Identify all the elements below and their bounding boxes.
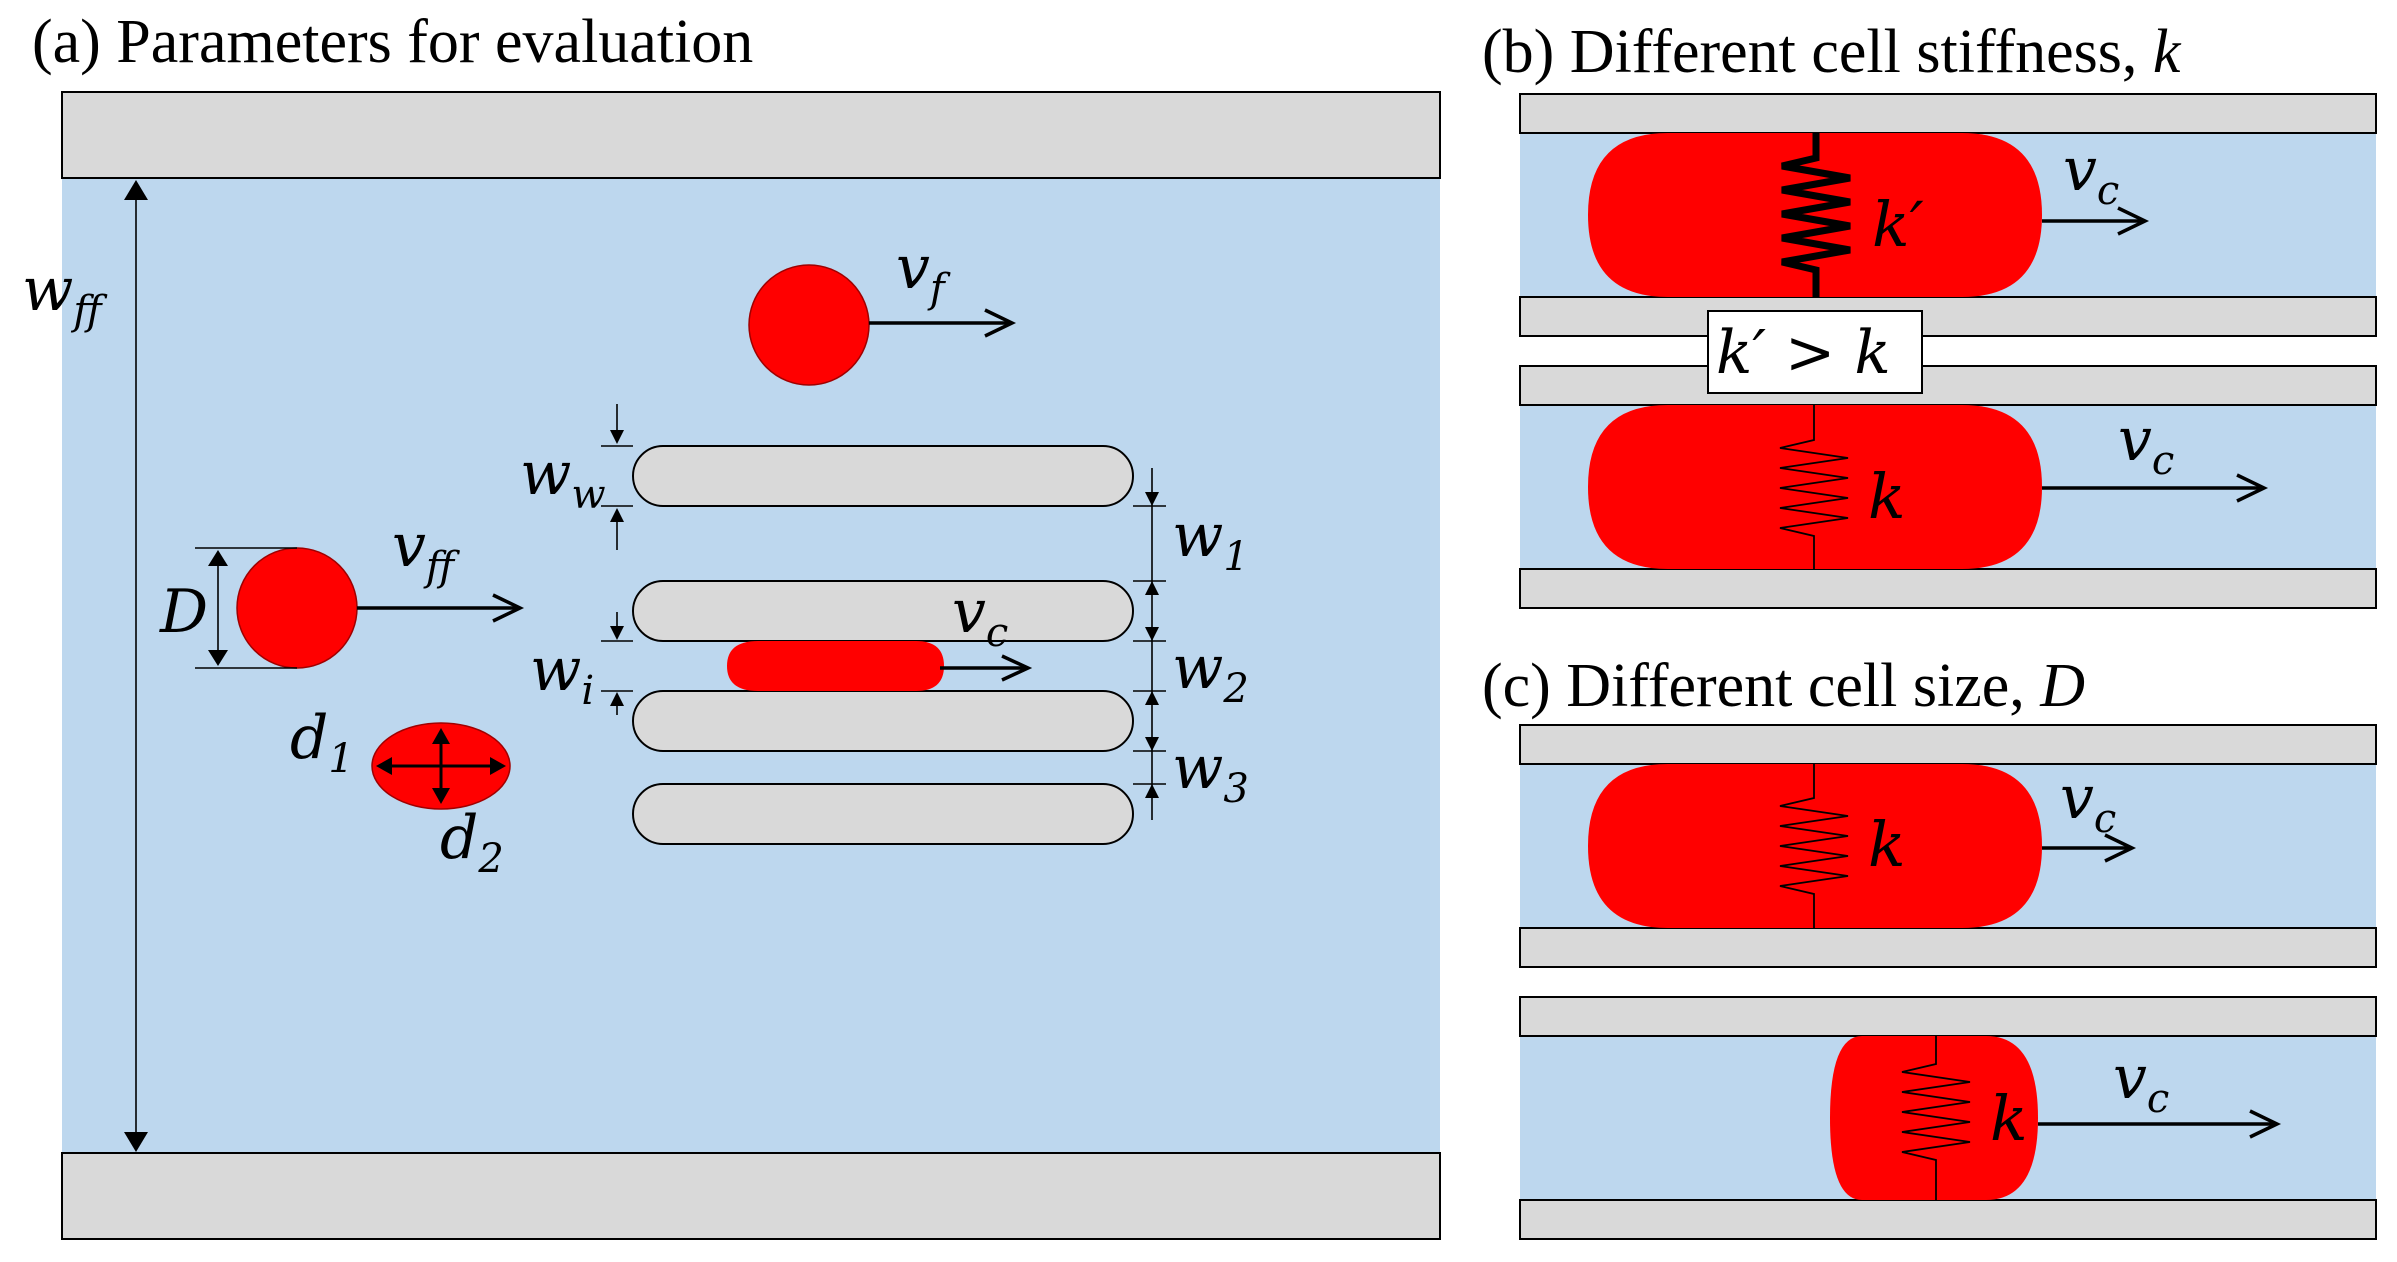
panel-c: (c) Different cell size, D k vc k vc <box>1482 652 2377 1240</box>
vc-label-c-top: vc <box>2060 763 2116 842</box>
top-wall-a <box>61 91 1441 179</box>
w1-w3-dimensions <box>1133 468 1166 820</box>
wall-b3 <box>1519 365 2377 406</box>
stiff-spring-icon <box>1781 133 1851 297</box>
spring-label-c-bottom: k <box>1990 1082 2028 1155</box>
squeezed-cell <box>727 641 944 691</box>
wall-b1 <box>1519 93 2377 134</box>
comparison-text: k′ > k <box>1716 318 1891 388</box>
soft-spring-icon-b <box>1779 405 1849 569</box>
vc-label-a: vc <box>952 577 1008 656</box>
D-dimension <box>195 547 297 669</box>
w1-label: w1 <box>1172 501 1249 580</box>
large-cell <box>1588 764 2042 928</box>
D-label: D <box>159 577 208 647</box>
ww-label: ww <box>520 439 606 518</box>
wall-c3 <box>1519 996 2377 1037</box>
w3-label: w3 <box>1172 733 1249 812</box>
bottom-wall-a <box>61 1152 1441 1240</box>
vc-label-b-top: vc <box>2063 135 2119 214</box>
stiff-cell <box>1588 133 2042 297</box>
w2-label: w2 <box>1172 633 1249 712</box>
vc-arrow-c-bottom <box>2038 1109 2282 1139</box>
pillar-3 <box>632 690 1134 752</box>
vf-arrow <box>869 308 1017 338</box>
panel-c-title: (c) Different cell size, D <box>1482 652 2085 720</box>
wi-dimension <box>601 612 633 715</box>
vc-label-c-bottom: vc <box>2113 1043 2169 1122</box>
small-cell <box>1830 1036 2038 1200</box>
panel-b-title: (b) Different cell stiffness, k <box>1482 18 2182 86</box>
wall-c1 <box>1519 724 2377 765</box>
wall-b2 <box>1519 296 2377 337</box>
d2-label: d2 <box>440 803 504 882</box>
panel-b: (b) Different cell stiffness, k k′ vc k′… <box>1482 18 2377 609</box>
d1-d2-arrows <box>376 728 506 804</box>
vc-label-b-bottom: vc <box>2118 405 2174 484</box>
ww-dimension <box>601 404 633 550</box>
vc-arrow-a <box>940 654 1033 682</box>
spring-icon-c-bottom <box>1901 1036 1971 1200</box>
spring-label-c-top: k <box>1868 808 1906 881</box>
d1-label: d1 <box>290 703 354 782</box>
vc-arrow-b-top <box>2042 206 2150 236</box>
vff-arrow <box>357 593 525 623</box>
vc-arrow-b-bottom <box>2042 473 2269 503</box>
vc-arrow-c-top <box>2042 833 2137 863</box>
free-flow-cell <box>236 547 358 669</box>
pillar-1 <box>632 445 1134 507</box>
wi-label: wi <box>530 635 594 714</box>
pillar-2 <box>632 580 1134 642</box>
free-cell-vf <box>748 264 870 386</box>
comparison-box-front <box>1707 310 1923 394</box>
wall-b4 <box>1519 568 2377 609</box>
wff-dimension <box>124 180 148 1152</box>
panel-a: (a) Parameters for evaluation wff vf vff <box>22 8 1441 1240</box>
wall-c4 <box>1519 1199 2377 1240</box>
vf-label: vf <box>896 233 951 312</box>
soft-spring-label-b: k <box>1868 460 1906 533</box>
panel-a-title: (a) Parameters for evaluation <box>32 8 753 76</box>
stiff-spring-label: k′ <box>1872 188 1924 261</box>
soft-cell-b <box>1588 405 2042 569</box>
spring-icon-c-top <box>1779 764 1849 928</box>
pillar-4 <box>632 783 1134 845</box>
wall-c2 <box>1519 927 2377 968</box>
